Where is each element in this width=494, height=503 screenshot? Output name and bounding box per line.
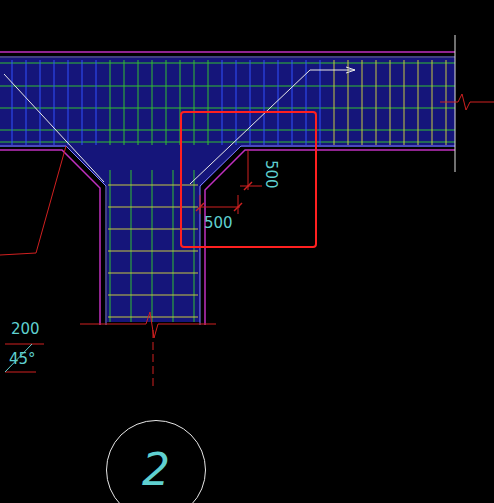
rebar-line <box>108 251 198 252</box>
rebar-line <box>222 60 223 145</box>
rebar-line <box>152 60 153 145</box>
rebar-line <box>108 295 198 296</box>
rebar-line <box>12 60 13 145</box>
chamfer-note: 45° <box>9 352 36 367</box>
rebar-line <box>208 60 209 145</box>
rebar-line <box>236 60 237 145</box>
rebar-line <box>110 170 111 322</box>
section-callout-circle: 2 <box>106 420 206 503</box>
rebar-line <box>54 60 55 145</box>
rebar-line <box>108 317 198 318</box>
rebar-line <box>26 60 27 145</box>
rebar-line <box>108 185 198 186</box>
rebar-line <box>166 60 167 145</box>
rebar-line <box>334 60 335 145</box>
callout-number: 2 <box>142 448 170 492</box>
dimension-text: 500 <box>263 160 278 189</box>
rebar-line <box>173 170 174 322</box>
rebar-line <box>152 170 153 322</box>
rebar-line <box>138 60 139 145</box>
rebar-line <box>404 60 405 145</box>
rebar-line <box>131 170 132 322</box>
rebar-line <box>306 60 307 145</box>
rebar-line <box>292 60 293 145</box>
chamfer-note: 200 <box>11 322 40 337</box>
rebar-line <box>194 60 195 145</box>
rebar-line <box>82 60 83 145</box>
rebar-line <box>376 60 377 145</box>
rebar-line <box>264 60 265 145</box>
rebar-line <box>124 60 125 145</box>
rebar-line <box>390 60 391 145</box>
rebar-line <box>68 60 69 145</box>
rebar-line <box>40 60 41 145</box>
rebar-line <box>110 60 111 145</box>
rebar-line <box>108 207 198 208</box>
rebar-line <box>320 60 321 145</box>
rebar-line <box>418 60 419 145</box>
dimension-text: 500 <box>204 216 233 231</box>
rebar-line <box>108 229 198 230</box>
rebar-line <box>96 60 97 145</box>
rebar-line <box>108 273 198 274</box>
rebar-line <box>278 60 279 145</box>
rebar-line <box>362 60 363 145</box>
rebar-line <box>432 60 433 145</box>
rebar-line <box>250 60 251 145</box>
